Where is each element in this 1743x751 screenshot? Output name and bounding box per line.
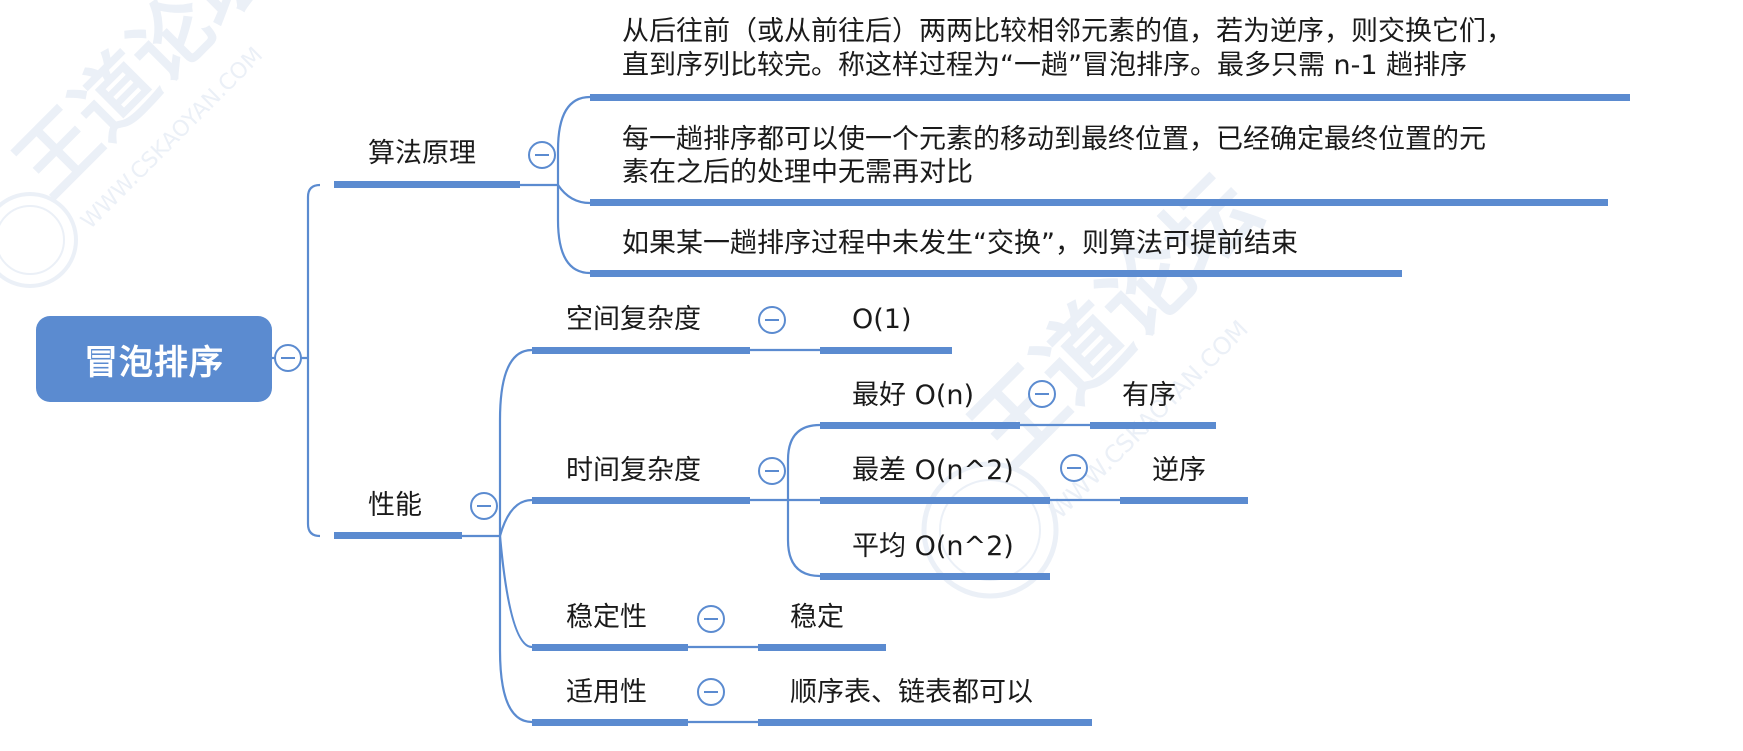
root-node[interactable]: 冒泡排序 [36, 316, 272, 402]
time-underline [532, 497, 750, 504]
node-algo[interactable]: 算法原理 [368, 138, 476, 169]
node-avg[interactable]: 平均 O(n^2) [852, 531, 1014, 562]
algo-collapse-icon[interactable] [528, 141, 556, 169]
stable-underline [532, 644, 688, 651]
node-algo-1-line1[interactable]: 从后往前（或从前往后）两两比较相邻元素的值，若为逆序，则交换它们， [622, 16, 1513, 47]
algo-trunk [556, 95, 591, 275]
node-algo-1-line2[interactable]: 直到序列比较完。称这样过程为“一趟”冒泡排序。最多只需 n-1 趟排序 [622, 50, 1468, 81]
apply-val-underline [758, 719, 1092, 726]
space-collapse-icon[interactable] [758, 306, 786, 334]
node-space[interactable]: 空间复杂度 [566, 304, 701, 335]
root-collapse-icon[interactable] [274, 344, 302, 372]
algo-1-underline [590, 94, 1630, 101]
worst-val-underline [1120, 497, 1248, 504]
node-time[interactable]: 时间复杂度 [566, 455, 701, 486]
algo-underline [334, 181, 520, 188]
node-best-value[interactable]: 有序 [1122, 380, 1176, 411]
worst-underline [820, 497, 1050, 504]
node-algo-3[interactable]: 如果某一趟排序过程中未发生“交换”，则算法可提前结束 [622, 228, 1298, 259]
watermark-seal-inner [0, 205, 65, 275]
underlines [334, 94, 1630, 726]
watermark-seal-icon-2 [921, 461, 1059, 599]
node-best[interactable]: 最好 O(n) [852, 380, 975, 411]
stable-val-underline [758, 644, 886, 651]
watermark-seal-inner-2 [939, 479, 1041, 581]
apply-collapse-icon[interactable] [697, 678, 725, 706]
node-space-value[interactable]: O(1) [852, 304, 912, 335]
node-apply[interactable]: 适用性 [566, 677, 647, 708]
node-perf[interactable]: 性能 [368, 490, 422, 521]
worst-collapse-icon[interactable] [1060, 454, 1088, 482]
watermark: 王道论坛 WWW.CSKAOYAN.COM 王道论坛 WWW.CSKAOYAN.… [0, 0, 1280, 599]
connectors [272, 95, 1120, 724]
algo-2-underline [590, 199, 1608, 206]
node-worst-value[interactable]: 逆序 [1152, 455, 1206, 486]
perf-collapse-icon[interactable] [470, 492, 498, 520]
perf-underline [334, 532, 462, 539]
collapse-buttons[interactable] [274, 141, 1088, 706]
perf-link-stable [498, 535, 533, 649]
space-val-underline [820, 347, 952, 354]
space-underline [532, 347, 750, 354]
best-collapse-icon[interactable] [1028, 380, 1056, 408]
node-apply-value[interactable]: 顺序表、链表都可以 [790, 677, 1033, 708]
best-val-underline [1090, 422, 1216, 429]
time-collapse-icon[interactable] [758, 457, 786, 485]
perf-link-time [498, 498, 533, 537]
watermark-seal-icon [0, 192, 78, 288]
algo-3-underline [590, 270, 1402, 277]
node-worst[interactable]: 最差 O(n^2) [852, 455, 1014, 486]
stable-collapse-icon[interactable] [697, 605, 725, 633]
root-label: 冒泡排序 [84, 342, 224, 383]
node-stable[interactable]: 稳定性 [566, 602, 647, 633]
apply-underline [532, 719, 688, 726]
node-stable-value[interactable]: 稳定 [790, 602, 844, 633]
node-algo-2-line1[interactable]: 每一趟排序都可以使一个元素的移动到最终位置，已经确定最终位置的元 [622, 124, 1486, 155]
root-trunk [306, 183, 321, 538]
best-underline [820, 422, 1020, 429]
avg-underline [820, 573, 1050, 580]
node-algo-2-line2[interactable]: 素在之后的处理中无需再对比 [622, 157, 973, 188]
perf-trunk [498, 348, 533, 724]
algo-link-2 [557, 184, 591, 205]
